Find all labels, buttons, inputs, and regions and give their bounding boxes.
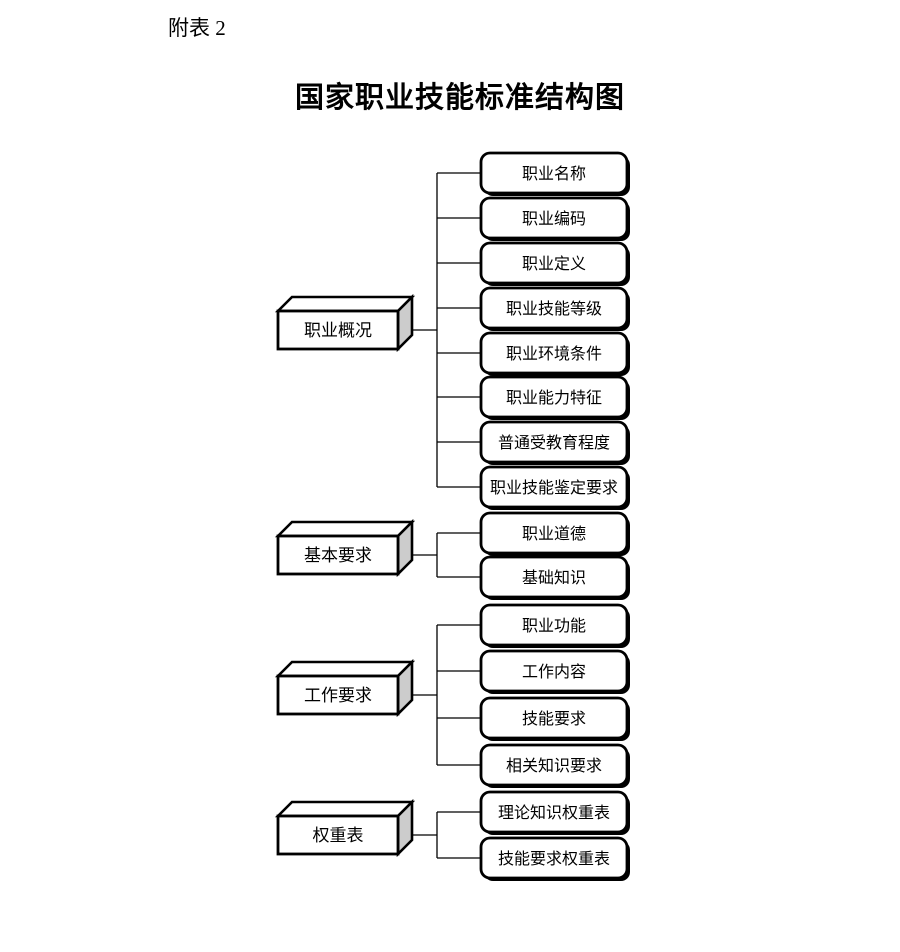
box (479, 465, 629, 509)
box-front-face (276, 309, 400, 351)
parent-box-basic-requirements: 基本要求 (274, 518, 416, 578)
child-label: 职业定义 (522, 255, 586, 273)
child-label: 职业道德 (522, 525, 586, 543)
box (479, 196, 629, 240)
box (479, 743, 629, 787)
child-box-occupation-ability-characteristics: 职业能力特征 (479, 375, 630, 420)
child-label: 职业功能 (522, 617, 586, 635)
child-box-skill-assessment-requirements: 职业技能鉴定要求 (479, 465, 630, 510)
appendix-label: 附表 2 (168, 16, 226, 40)
box-front-face (276, 534, 400, 576)
box-top-face (274, 800, 416, 818)
child-box-occupation-functions: 职业功能 (479, 603, 630, 648)
child-box-theory-knowledge-weight-table: 理论知识权重表 (479, 790, 630, 835)
box (479, 836, 629, 880)
child-box-related-knowledge-requirements: 相关知识要求 (479, 743, 630, 788)
child-box-occupation-skill-level: 职业技能等级 (479, 286, 630, 331)
parent-label: 职业概况 (304, 321, 372, 340)
child-label: 职业技能等级 (506, 300, 602, 318)
box (479, 286, 629, 330)
box (479, 241, 629, 285)
parent-label: 基本要求 (304, 546, 372, 565)
box (479, 790, 629, 834)
box-top-face (274, 520, 416, 538)
child-box-skill-requirements: 技能要求 (479, 696, 630, 741)
parent-label: 工作要求 (304, 686, 372, 705)
box-top-face (274, 295, 416, 313)
child-label: 职业名称 (522, 165, 586, 183)
box (479, 555, 629, 599)
child-label: 技能要求 (522, 710, 586, 728)
child-label: 职业能力特征 (506, 389, 602, 407)
child-label: 理论知识权重表 (498, 804, 610, 822)
child-label: 职业技能鉴定要求 (490, 479, 618, 497)
child-box-occupation-name: 职业名称 (479, 151, 630, 196)
box (479, 375, 629, 419)
child-box-work-content: 工作内容 (479, 649, 630, 694)
box (479, 649, 629, 693)
child-label: 工作内容 (522, 663, 586, 681)
parent-box-occupation-overview: 职业概况 (274, 293, 416, 353)
group-work-requirements: 工作要求 职业功能 工作内容 技能要求 相关知识要求 (274, 603, 630, 788)
box (479, 696, 629, 740)
child-label: 基础知识 (522, 569, 586, 587)
child-box-occupation-code: 职业编码 (479, 196, 630, 241)
child-box-occupation-environment-conditions: 职业环境条件 (479, 331, 630, 376)
child-label: 相关知识要求 (506, 757, 602, 775)
page-title: 国家职业技能标准结构图 (295, 80, 625, 114)
child-box-occupation-definition: 职业定义 (479, 241, 630, 286)
box (479, 603, 629, 647)
box-top-face (274, 660, 416, 678)
box-front-face (276, 674, 400, 716)
child-box-basic-knowledge: 基础知识 (479, 555, 630, 600)
group-occupation-overview: 职业概况 职业名称 职业编码 职业定义 职业技能等级 职业环境条件 (274, 151, 630, 510)
box (479, 331, 629, 375)
child-box-skill-requirements-weight-table: 技能要求权重表 (479, 836, 630, 881)
child-label: 技能要求权重表 (498, 850, 610, 868)
box (479, 151, 629, 195)
child-label: 职业编码 (522, 210, 586, 228)
group-basic-requirements: 基本要求 职业道德 基础知识 (274, 511, 630, 600)
child-box-general-education-level: 普通受教育程度 (479, 420, 630, 465)
child-box-professional-ethics: 职业道德 (479, 511, 630, 556)
child-label: 普通受教育程度 (498, 434, 610, 452)
parent-label: 权重表 (313, 826, 364, 845)
box-front-face (276, 814, 400, 856)
parent-box-work-requirements: 工作要求 (274, 658, 416, 718)
parent-box-weight-tables: 权重表 (274, 798, 416, 858)
box (479, 420, 629, 464)
child-label: 职业环境条件 (506, 344, 602, 363)
group-weight-tables: 权重表 理论知识权重表 技能要求权重表 (274, 790, 630, 881)
box (479, 511, 629, 555)
